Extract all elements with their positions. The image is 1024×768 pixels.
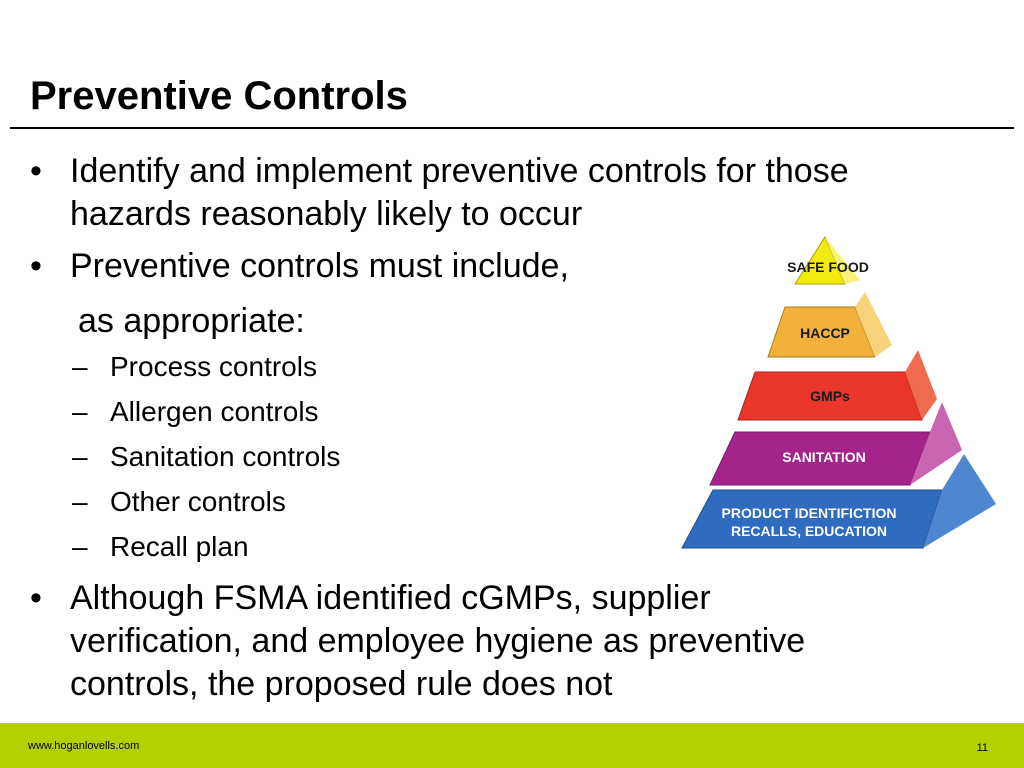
level-side (923, 454, 996, 548)
title-underline (10, 127, 1014, 129)
bullet-marker: • (30, 247, 42, 285)
bullet-text-line: controls, the proposed rule does not (70, 665, 613, 703)
dash-marker: – (72, 351, 88, 382)
pyramid-level-haccp: HACCP (767, 292, 892, 358)
pyramid-level-product-identification: PRODUCT IDENTIFICTION RECALLS, EDUCATION (681, 454, 996, 549)
bullet-marker: • (30, 152, 42, 190)
level-side (825, 237, 860, 284)
bullet-text-line: hazards reasonably likely to occur (70, 195, 583, 233)
bullet-continuation: as appropriate: (78, 302, 305, 340)
pyramid-level-safe-food: SAFE FOOD (787, 235, 869, 285)
sub-item-text: Recall plan (110, 531, 249, 562)
sub-item-text: Sanitation controls (110, 441, 341, 472)
slide-body: • Identify and implement preventive cont… (30, 152, 849, 703)
food-safety-pyramid: PRODUCT IDENTIFICTION RECALLS, EDUCATION… (681, 235, 996, 549)
level-label: PRODUCT IDENTIFICTION (722, 505, 897, 521)
dash-marker: – (72, 531, 88, 562)
level-label: RECALLS, EDUCATION (731, 523, 887, 539)
dash-marker: – (72, 441, 88, 472)
level-side (910, 402, 962, 485)
bullet-marker: • (30, 579, 42, 617)
level-label: HACCP (800, 325, 850, 341)
level-label: GMPs (810, 388, 850, 404)
bullet-text-line: Identify and implement preventive contro… (70, 152, 849, 190)
footer-bar: www.hoganlovells.com 11 (0, 723, 1024, 768)
bullet-text-line: verification, and employee hygiene as pr… (70, 622, 806, 660)
dash-marker: – (72, 396, 88, 427)
page-number: 11 (976, 742, 988, 754)
slide-title: Preventive Controls (30, 74, 408, 118)
dash-marker: – (72, 486, 88, 517)
sub-item-text: Other controls (110, 486, 286, 517)
level-label: SANITATION (782, 449, 865, 465)
sub-item-text: Process controls (110, 351, 317, 382)
level-side (855, 292, 892, 357)
footer-url[interactable]: www.hoganlovells.com (28, 740, 140, 752)
pyramid-level-gmps: GMPs (737, 350, 937, 421)
sub-item-text: Allergen controls (110, 396, 319, 427)
bullet-text-line: Preventive controls must include, (70, 247, 569, 285)
level-label: SAFE FOOD (787, 259, 869, 275)
pyramid-level-sanitation: SANITATION (709, 402, 962, 486)
bullet-text-line: Although FSMA identified cGMPs, supplier (70, 579, 711, 617)
level-side (905, 350, 937, 420)
